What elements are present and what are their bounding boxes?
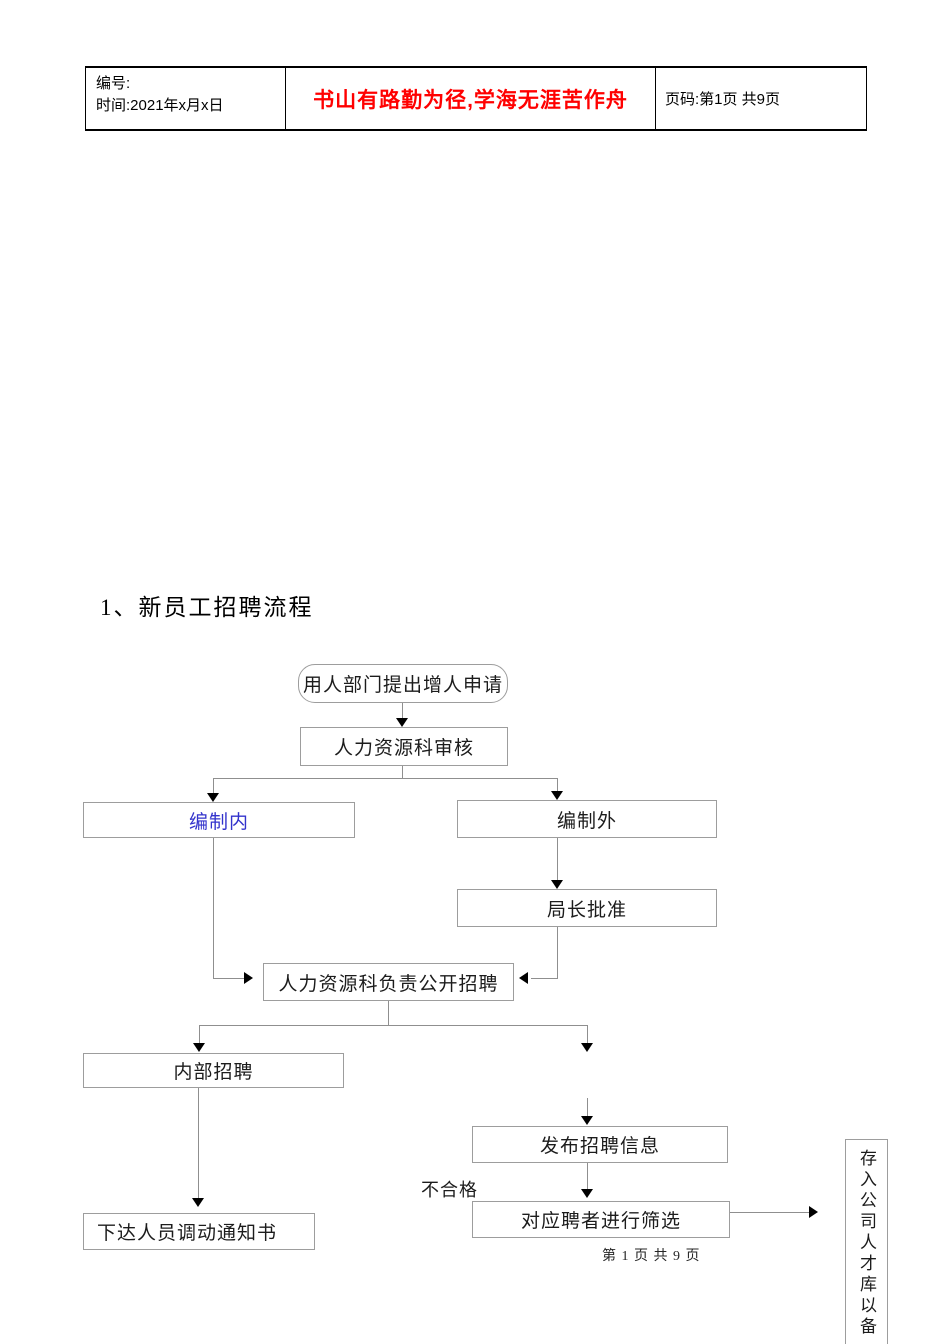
- connector-line: [213, 778, 214, 794]
- connector-line: [531, 978, 558, 979]
- arrowhead-right-icon: [244, 972, 253, 984]
- connector-line: [213, 778, 558, 779]
- arrowhead-down-icon: [581, 1189, 593, 1198]
- arrowhead-down-icon: [551, 880, 563, 889]
- connector-line: [213, 978, 245, 979]
- flow-node-screen-applicants: 对应聘者进行筛选: [472, 1201, 730, 1238]
- arrowhead-down-icon: [551, 791, 563, 800]
- flow-node-apply-request: 用人部门提出增人申请: [298, 664, 508, 703]
- flow-node-inside-establishment: 编制内: [83, 802, 355, 838]
- arrowhead-right-icon: [809, 1206, 818, 1218]
- flow-node-outside-establishment: 编制外: [457, 800, 717, 838]
- header-page-number-text: 页码:第1页 共9页: [665, 91, 781, 108]
- edge-label-unqualified: 不合格: [421, 1180, 478, 1200]
- flow-node-talent-pool: 存入公司人才库以备: [845, 1139, 888, 1344]
- connector-line: [587, 1163, 588, 1189]
- header-date-label: 时间:2021年x月x日: [96, 97, 224, 114]
- flow-node-public-recruitment: 人力资源科负责公开招聘: [263, 963, 514, 1001]
- arrowhead-down-icon: [193, 1043, 205, 1052]
- flow-node-director-approval: 局长批准: [457, 889, 717, 927]
- header-table: 编号: 时间:2021年x月x日 书山有路勤为径,学海无涯苦作舟 页码:第1页 …: [85, 66, 867, 131]
- arrowhead-down-icon: [581, 1043, 593, 1052]
- connector-line: [557, 927, 558, 978]
- connector-line: [388, 1001, 389, 1025]
- flow-node-transfer-notice: 下达人员调动通知书: [83, 1213, 315, 1250]
- header-number-date-cell: 编号: 时间:2021年x月x日: [86, 68, 286, 129]
- arrowhead-left-icon: [519, 972, 528, 984]
- connector-line: [199, 1025, 200, 1044]
- arrowhead-down-icon: [207, 793, 219, 802]
- header-slogan-text: 书山有路勤为径,学海无涯苦作舟: [313, 88, 628, 112]
- flow-node-hr-review: 人力资源科审核: [300, 727, 508, 766]
- flow-node-publish-info: 发布招聘信息: [472, 1126, 728, 1163]
- header-page-number-cell: 页码:第1页 共9页: [656, 68, 866, 129]
- connector-line: [557, 838, 558, 881]
- connector-line: [199, 1025, 588, 1026]
- header-slogan-cell: 书山有路勤为径,学海无涯苦作舟: [286, 68, 656, 129]
- connector-line: [587, 1098, 588, 1116]
- connector-line: [198, 1088, 199, 1198]
- connector-line: [213, 838, 214, 978]
- flow-node-internal-recruitment: 内部招聘: [83, 1053, 344, 1088]
- connector-line: [557, 778, 558, 792]
- arrowhead-down-icon: [581, 1116, 593, 1125]
- header-number-label: 编号:: [96, 75, 131, 92]
- connector-line: [402, 703, 403, 719]
- connector-line: [587, 1025, 588, 1043]
- page-footer: 第 1 页 共 9 页: [602, 1249, 701, 1264]
- connector-line: [730, 1212, 810, 1213]
- arrowhead-down-icon: [396, 718, 408, 727]
- section-title: 1、新员工招聘流程: [100, 595, 314, 620]
- arrowhead-down-icon: [192, 1198, 204, 1207]
- connector-line: [402, 766, 403, 778]
